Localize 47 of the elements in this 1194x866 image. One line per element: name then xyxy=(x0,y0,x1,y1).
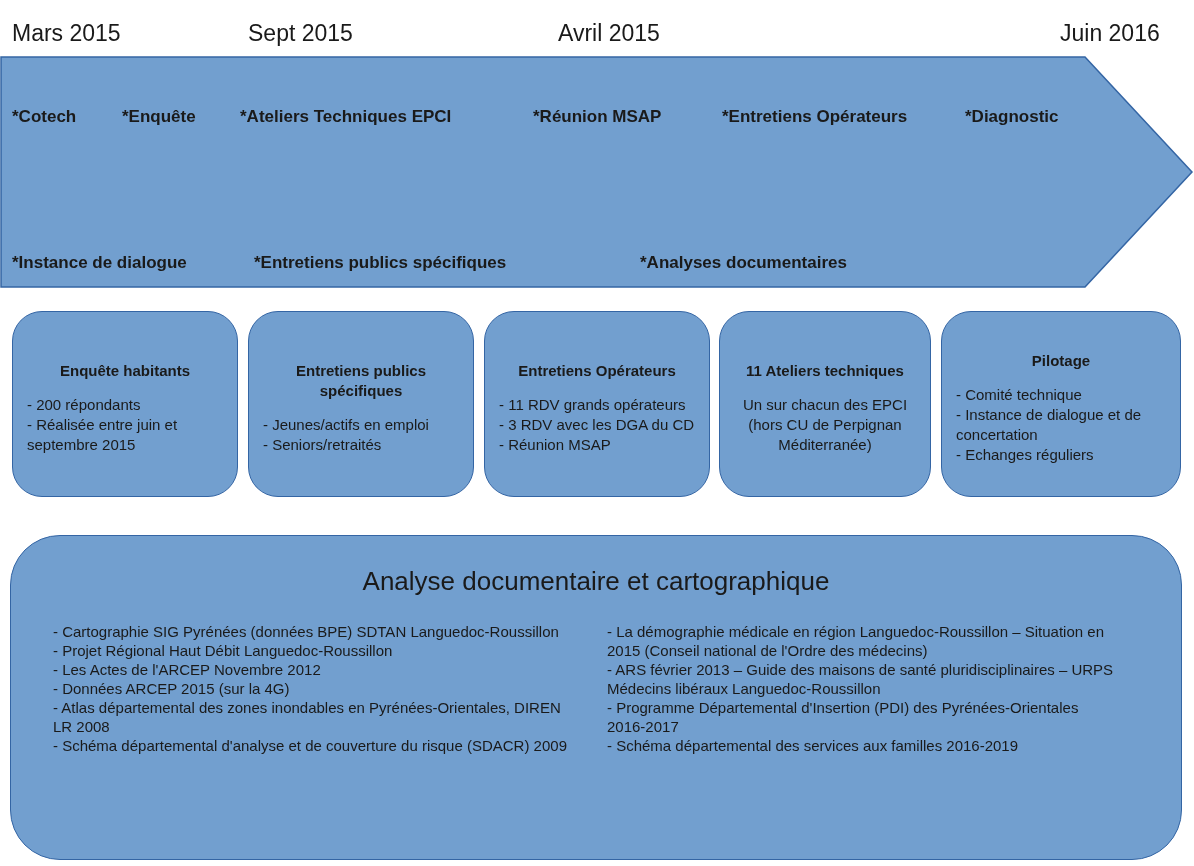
activity-item: *Ateliers Techniques EPCI xyxy=(240,106,452,128)
source-item: - Programme Départemental d'Insertion (PDI) des Pyrénées-Orientales 2016-2017 xyxy=(607,698,1080,736)
card-heading: Pilotage xyxy=(1030,351,1092,371)
source-item: - Cartographie SIG Pyrénées (données BPE) SDTAN Languedoc-Roussillon xyxy=(53,622,560,641)
activity-item: *Analyses documentaires xyxy=(640,252,847,274)
card-heading: Enquête habitants xyxy=(59,361,191,381)
source-item: - La démographie médicale en région Languedoc-Roussillon – Situation en 2015 (Conseil national de l'Ordre des médecins) xyxy=(607,622,1105,660)
info-card xyxy=(719,311,931,497)
timeline-date: Juin 2016 xyxy=(1060,19,1160,48)
card-text: - Réunion MSAP xyxy=(499,435,612,455)
card-text: - Echanges réguliers xyxy=(956,445,1095,465)
source-item: - Projet Régional Haut Débit Languedoc-Roussillon xyxy=(53,641,394,660)
source-item: - Atlas départemental des zones inondables en Pyrénées-Orientales, DIREN LR 2008 xyxy=(53,698,562,736)
activity-item: *Instance de dialogue xyxy=(12,252,187,274)
activity-item: *Entretiens Opérateurs xyxy=(722,106,908,128)
source-item: - Schéma départemental des services aux familles 2016-2019 xyxy=(607,736,1020,755)
card-heading: Entretiens publics spécifiques xyxy=(295,361,427,401)
info-card xyxy=(941,311,1181,497)
card-text: - Jeunes/actifs en emploi xyxy=(263,415,430,435)
activity-item: *Enquête xyxy=(122,106,196,128)
timeline-date: Avril 2015 xyxy=(558,19,660,48)
source-item: - Données ARCEP 2015 (sur la 4G) xyxy=(53,679,291,698)
activity-item: *Diagnostic xyxy=(965,106,1059,128)
card-text: - 200 répondants xyxy=(27,395,142,415)
card-text: - Comité technique xyxy=(956,385,1083,405)
card-text: - Réalisée entre juin et septembre 2015 xyxy=(27,415,179,455)
timeline-date: Sept 2015 xyxy=(248,19,353,48)
card-text: - Instance de dialogue et de concertation xyxy=(956,405,1143,445)
source-item: - ARS février 2013 – Guide des maisons de santé pluridisciplinaires – URPS Médecins libéraux Languedoc-Roussillon xyxy=(607,660,1115,698)
card-text: - 3 RDV avec les DGA du CD xyxy=(499,415,695,435)
activity-item: *Entretiens publics spécifiques xyxy=(254,252,507,274)
activity-item: *Réunion MSAP xyxy=(533,106,662,128)
card-text: - 11 RDV grands opérateurs xyxy=(499,395,687,415)
card-heading: Entretiens Opérateurs xyxy=(517,361,677,381)
source-item: - Les Actes de l'ARCEP Novembre 2012 xyxy=(53,660,322,679)
source-item: - Schéma départemental d'analyse et de couverture du risque (SDACR) 2009 xyxy=(53,736,568,755)
card-heading: 11 Ateliers techniques xyxy=(745,361,905,381)
document-panel xyxy=(10,535,1182,860)
info-card xyxy=(248,311,474,497)
activity-item: *Cotech xyxy=(12,106,77,128)
info-card xyxy=(12,311,238,497)
card-text: - Seniors/retraités xyxy=(263,435,383,455)
timeline-date: Mars 2015 xyxy=(12,19,121,48)
panel-title: Analyse documentaire et cartographique xyxy=(361,565,831,598)
timeline-arrow xyxy=(0,56,1194,288)
card-text: Un sur chacun des EPCI (hors CU de Perpignan Méditerranée) xyxy=(741,395,909,455)
info-card xyxy=(484,311,710,497)
